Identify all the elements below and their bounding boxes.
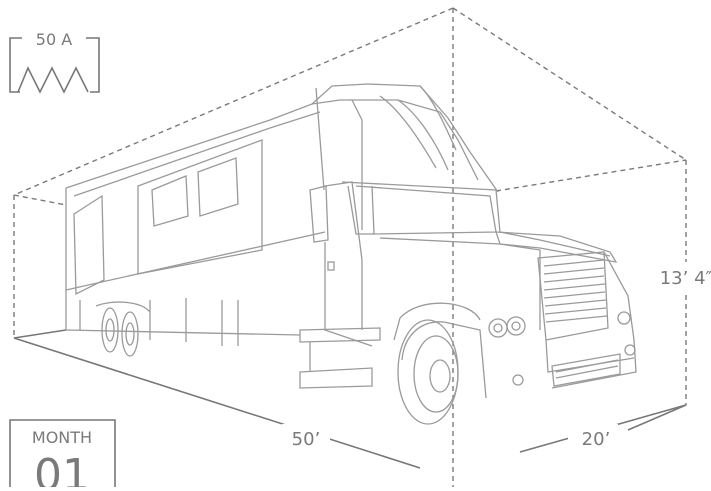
month-label: MONTH [32, 428, 92, 447]
amperage-label: 50 A [36, 30, 72, 49]
length-label: 50’ [292, 429, 321, 450]
rv-truck-illustration [65, 83, 637, 425]
dimension-box [13, 7, 687, 487]
electric-resistor-icon [9, 37, 100, 94]
width-label: 20’ [582, 429, 611, 450]
height-label: 13’ 4″ [660, 268, 711, 289]
month-number: 01 [34, 450, 90, 487]
grille-slats [543, 259, 608, 323]
month-badge: MONTH 01 [9, 419, 116, 491]
